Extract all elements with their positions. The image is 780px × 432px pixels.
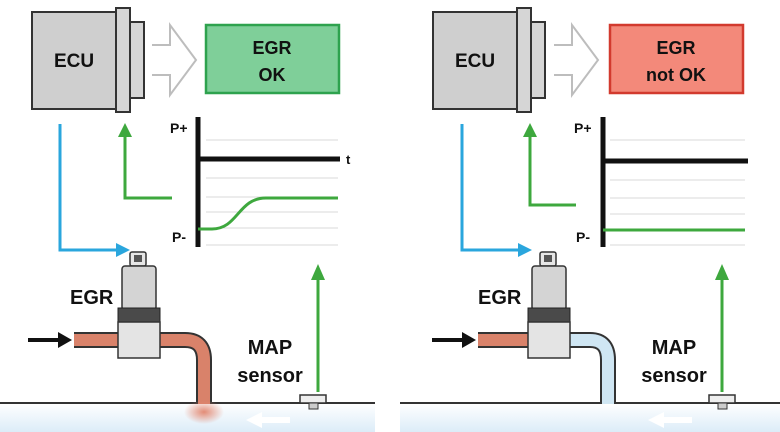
egr-label-right: EGR	[478, 287, 522, 309]
ecu-signal-arrowhead-right	[518, 243, 532, 257]
panel-right: ECU EGR not OK P+ P- MAP sensor	[400, 7, 780, 432]
inflow-arrowhead-right	[462, 332, 476, 348]
status-line2-right: not OK	[646, 65, 706, 85]
map-label-line2-left: sensor	[237, 365, 303, 387]
hollow-arrow-left	[152, 21, 198, 99]
feedback-line-right	[528, 134, 576, 207]
axis-p-plus-left: P+	[170, 120, 188, 136]
axis-p-minus-left: P-	[172, 229, 186, 245]
ecu-connector-left	[115, 7, 131, 113]
map-sensor-tip-right	[717, 402, 728, 410]
pressure-graph-left: P+ P- t	[170, 117, 351, 247]
ecu-connector-right	[516, 7, 532, 113]
status-box-left	[204, 23, 341, 95]
map-label-line2-right: sensor	[641, 365, 707, 387]
map-sensor-right	[708, 394, 736, 404]
pressure-graph-right: P+ P-	[574, 117, 748, 247]
egr-valve-right	[527, 251, 571, 359]
axis-p-minus-right: P-	[576, 229, 590, 245]
status-line1-right: EGR	[656, 38, 695, 58]
status-line1-left: EGR	[252, 38, 291, 58]
ecu-box-right	[432, 11, 518, 110]
map-label-line1-right: MAP	[652, 337, 696, 359]
ecu-signal-line-left	[58, 124, 118, 252]
airflow-arrowhead-right	[648, 412, 664, 428]
panel-left: ECU EGR OK P+ P- t	[0, 7, 375, 432]
egr-label-left: EGR	[70, 287, 114, 309]
exhaust-gas-plume-left	[184, 400, 224, 424]
map-label-line1-left: MAP	[248, 337, 292, 359]
egr-pipe-right	[548, 334, 614, 404]
map-signal-arrowhead-right	[715, 264, 729, 280]
status-line2-left: OK	[259, 65, 286, 85]
airflow-arrowhead-left	[246, 412, 262, 428]
ecu-plug-right	[530, 21, 546, 99]
ecu-signal-line-right	[460, 124, 520, 252]
status-box-right	[608, 23, 745, 95]
feedback-arrowhead-left	[118, 123, 132, 137]
map-sensor-left	[299, 394, 327, 404]
feedback-arrowhead-right	[523, 123, 537, 137]
axis-t-left: t	[346, 152, 351, 167]
intake-manifold-right	[400, 403, 780, 432]
pressure-trace-left	[198, 196, 338, 231]
map-sensor-tip-left	[308, 402, 319, 410]
inflow-arrowhead-left	[58, 332, 72, 348]
egr-pipe-left	[74, 334, 210, 404]
ecu-signal-arrowhead-left	[116, 243, 130, 257]
axis-p-plus-right: P+	[574, 120, 592, 136]
hollow-arrow-right	[554, 21, 600, 99]
ecu-label-left: ECU	[54, 51, 94, 72]
feedback-line-left	[123, 134, 172, 200]
ecu-plug-left	[129, 21, 145, 99]
ecu-box-left	[31, 11, 117, 110]
map-signal-arrowhead-left	[311, 264, 325, 280]
ecu-label-right: ECU	[455, 51, 495, 72]
egr-valve-left	[117, 251, 161, 359]
